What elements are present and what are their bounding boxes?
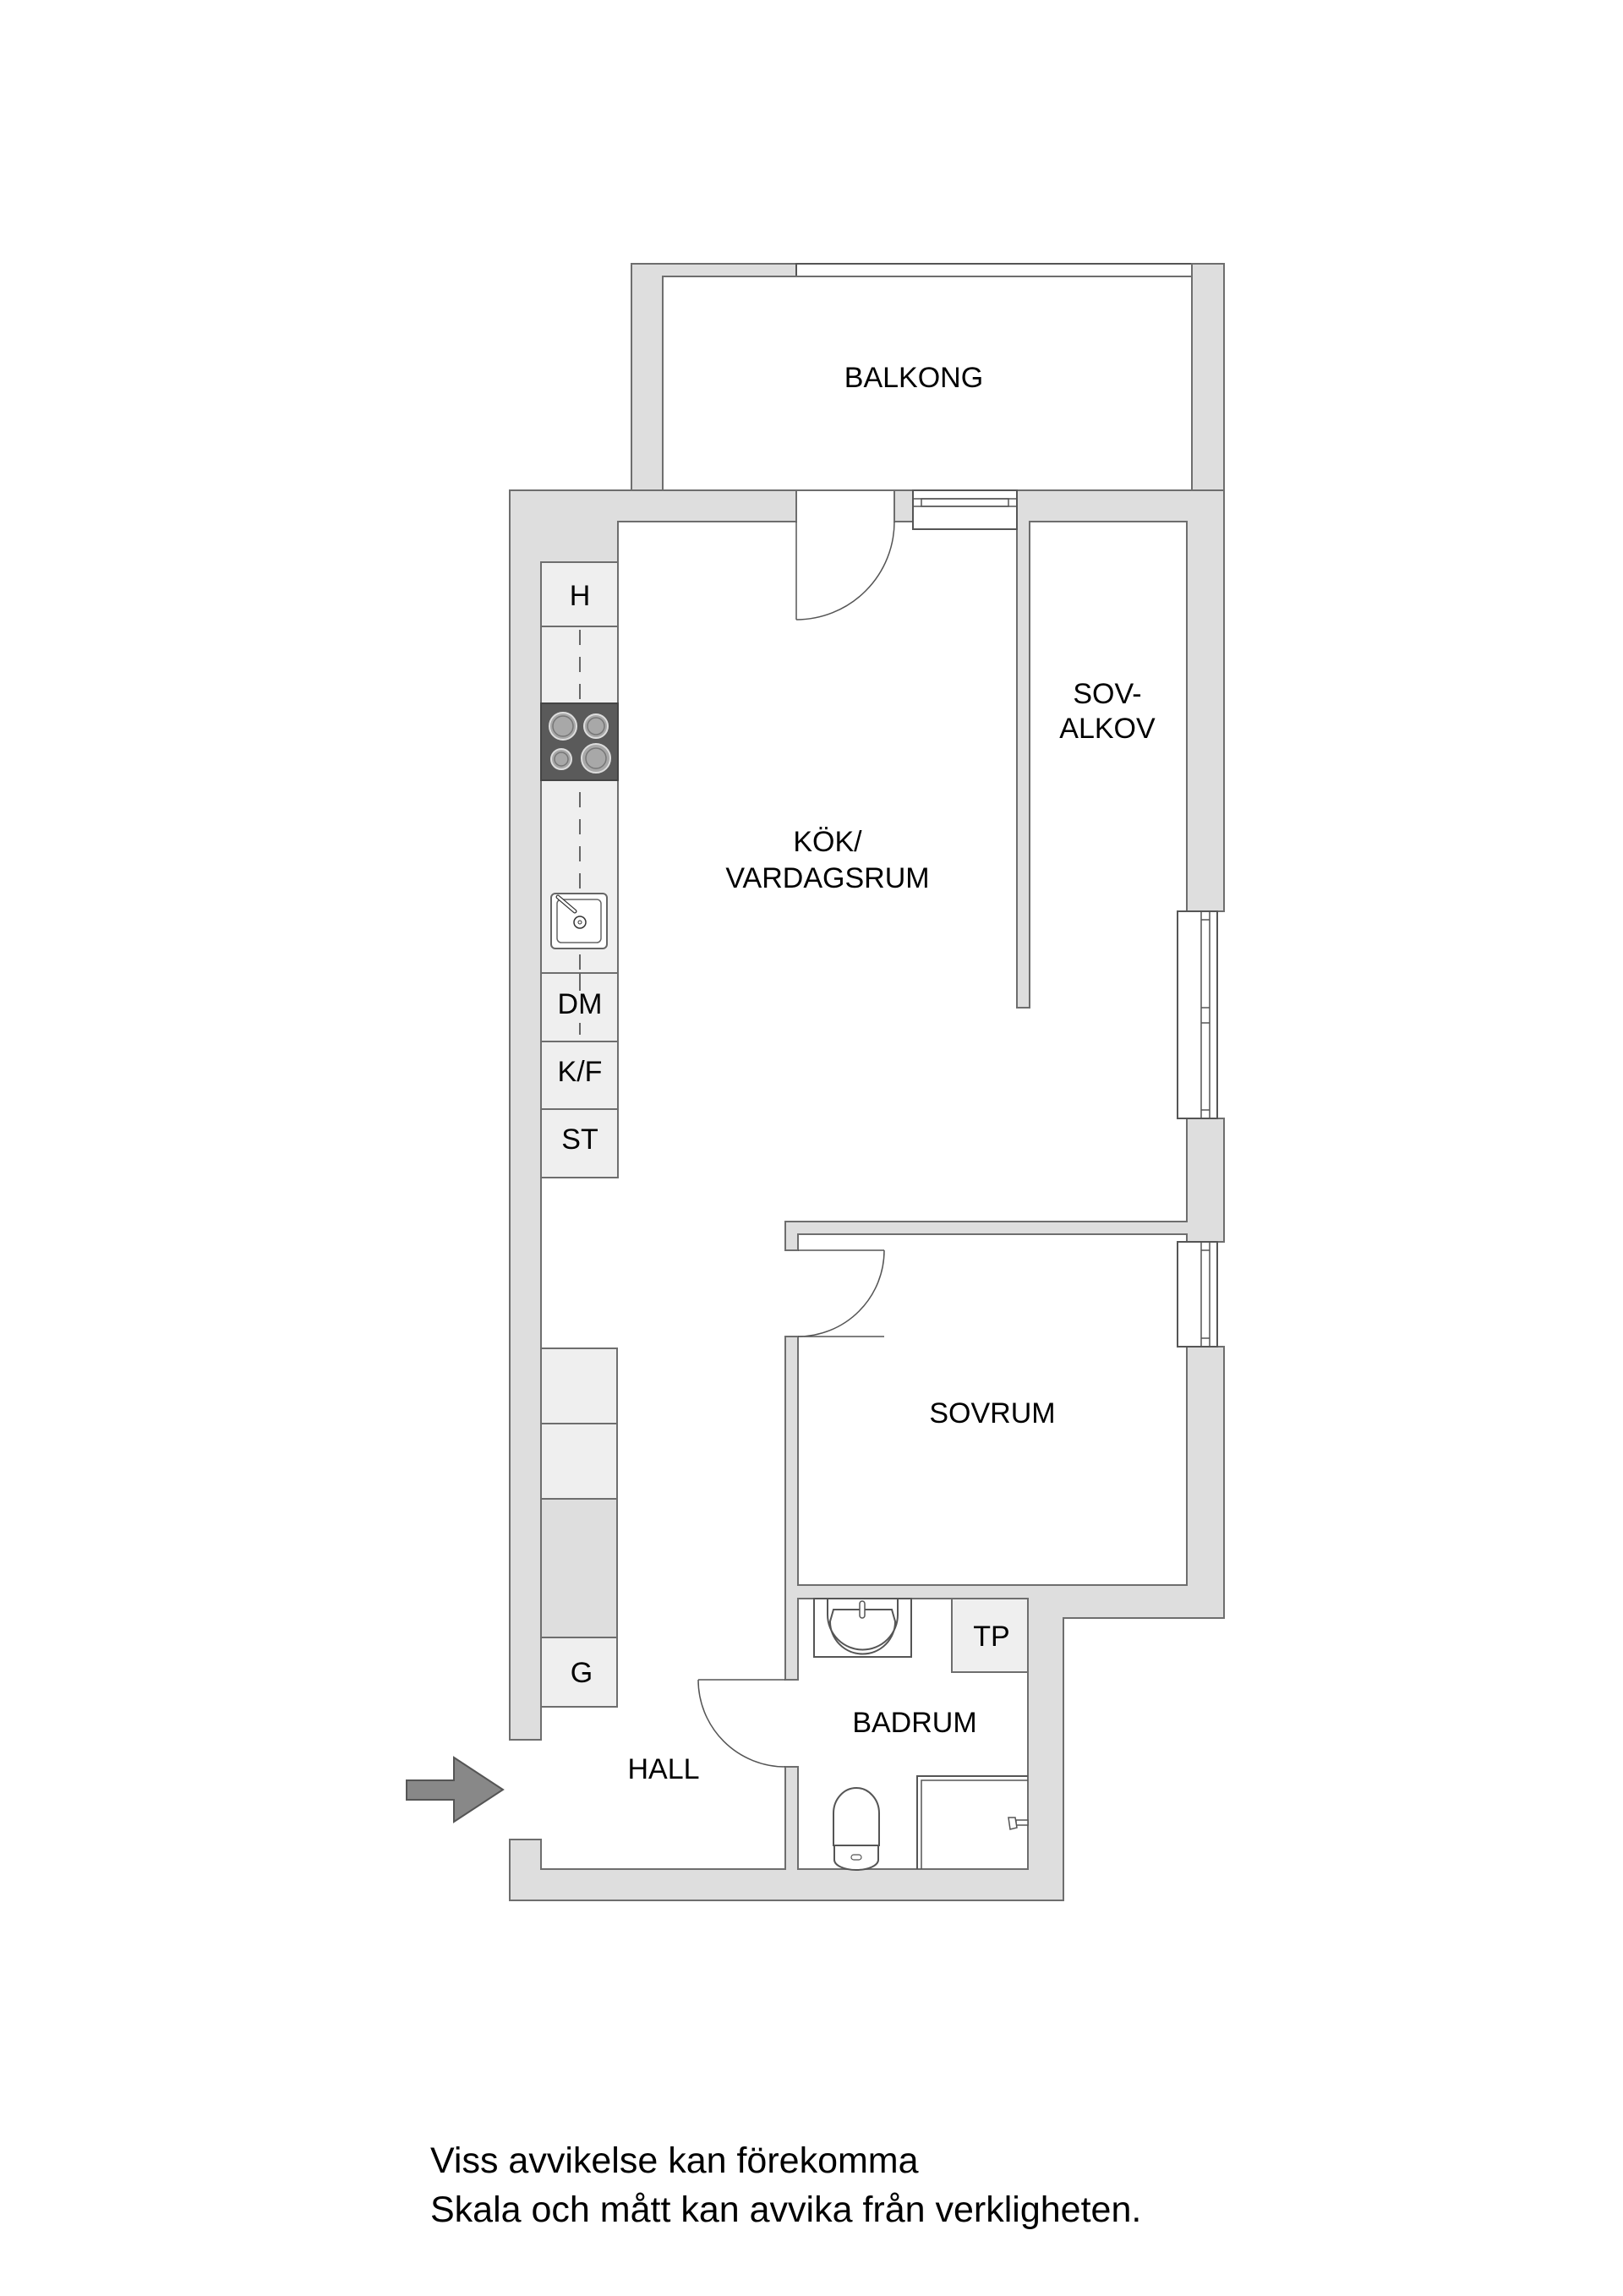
- label-storage: ST: [561, 1123, 598, 1156]
- wall-top-right-and-partition: [1016, 489, 1225, 1009]
- shower-icon: [916, 1775, 1029, 1869]
- balcony-railing: [795, 263, 1193, 277]
- toilet-icon: [833, 1787, 880, 1871]
- label-fridge-freezer: K/F: [558, 1056, 603, 1088]
- balcony-right-wall: [1191, 263, 1225, 491]
- hall-cabinet-lower: [540, 1423, 618, 1500]
- hall-storage: [540, 1348, 618, 1708]
- wall-bedroom-bathroom-perimeter: [509, 1336, 1225, 1901]
- room-label-alcove-line2: ALKOV: [1059, 713, 1156, 745]
- disclaimer-line-2: Skala och mått kan avvika från verklighe…: [430, 2189, 1142, 2230]
- room-label-kitchen-line1: KÖK/: [793, 826, 862, 858]
- window-bedroom: [1177, 1241, 1218, 1348]
- room-label-hall: HALL: [627, 1753, 699, 1785]
- window-icon: [1177, 910, 1218, 1119]
- room-label-kitchen-line2: VARDAGSRUM: [725, 862, 929, 894]
- label-wardrobe: G: [571, 1657, 593, 1689]
- hall-cabinet-upper: [540, 1348, 618, 1424]
- entrance-arrow-icon: [406, 1756, 505, 1823]
- window-icon: [1177, 1241, 1218, 1348]
- door-balcony[interactable]: [795, 521, 895, 620]
- label-dishwasher: DM: [558, 988, 603, 1020]
- washer-dryer-box: [951, 1598, 1029, 1673]
- label-washer-dryer: TP: [973, 1621, 1009, 1653]
- window-icon: [912, 489, 1018, 530]
- balcony: [631, 263, 1225, 491]
- disclaimer: Viss avvikelse kan förekomma Skala och m…: [430, 2136, 1141, 2234]
- door-swing-icon: [697, 1679, 786, 1768]
- room-label-bathroom: BADRUM: [852, 1707, 976, 1739]
- door-bathroom[interactable]: [697, 1679, 786, 1768]
- kitchen-sink-icon: [550, 893, 608, 949]
- balcony-floor: [662, 276, 1193, 491]
- wall-right-mid-and-bedroom-divider: [784, 1118, 1225, 1251]
- kitchen-counter: [540, 561, 619, 1178]
- window-alcove: [1177, 910, 1218, 1119]
- wall-pier: [893, 489, 914, 522]
- room-label-balcony: BALKONG: [844, 362, 983, 394]
- wardrobe-cabinet: [540, 1637, 618, 1708]
- storage-cabinet: [540, 1108, 619, 1178]
- stove-icon: [540, 702, 619, 781]
- walls: [509, 489, 1225, 1901]
- washbasin-icon: [813, 1598, 912, 1658]
- room-label-alcove-line1: SOV-: [1073, 678, 1141, 710]
- fridge-freezer-cabinet: [540, 1041, 619, 1110]
- window-balcony: [912, 489, 1018, 530]
- label-hood: H: [570, 580, 591, 612]
- hall-shaft: [540, 1498, 618, 1638]
- hood-cabinet: [540, 561, 619, 627]
- door-bedroom[interactable]: [797, 1249, 885, 1337]
- room-label-bedroom: SOVRUM: [929, 1397, 1055, 1430]
- door-swing-icon: [797, 1249, 885, 1337]
- bathroom-fixtures: [813, 1598, 1029, 1871]
- disclaimer-line-1: Viss avvikelse kan förekomma: [430, 2140, 919, 2181]
